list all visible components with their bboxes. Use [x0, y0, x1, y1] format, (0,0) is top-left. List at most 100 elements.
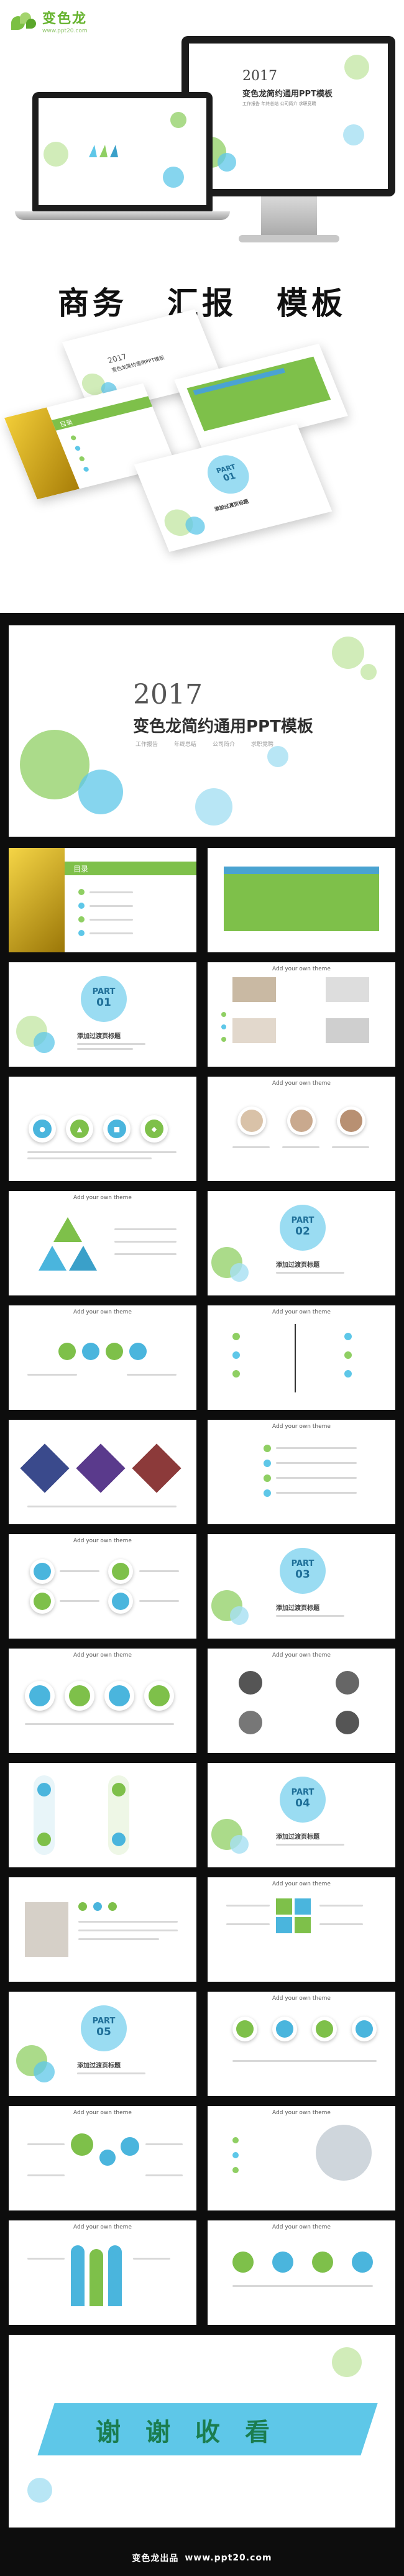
slide-photo-text[interactable]: [9, 1877, 196, 1982]
avatar: [290, 1110, 313, 1132]
slide-thanks[interactable]: 谢 谢 收 看: [9, 2335, 395, 2528]
chameleon-icon: [10, 11, 39, 31]
hero-banner: 变色龙 www.ppt20.com 2017 变色龙简约通用PPT模板 工作报告…: [0, 0, 404, 609]
toc-label: 目录: [73, 865, 89, 873]
map-pin-icon: [356, 2020, 373, 2038]
slide-title: Add your own theme: [73, 1652, 132, 1658]
slide-mic-icons[interactable]: Add your own theme: [9, 2106, 196, 2210]
slide-portraits[interactable]: Add your own theme: [208, 1649, 395, 1753]
slide-pill-list[interactable]: [9, 1763, 196, 1867]
brand-logo[interactable]: 变色龙 www.ppt20.com: [10, 7, 88, 34]
slide-diamond-images[interactable]: [9, 1420, 196, 1524]
mail-icon: ◆: [145, 1120, 163, 1138]
laptop: [32, 92, 213, 211]
monitor-stand: [261, 196, 317, 236]
slide-icon-rings[interactable]: ● ▲ ■ ◆: [9, 1077, 196, 1181]
thanks-char-2: 谢: [145, 2418, 170, 2447]
hero-heading: 商务 汇报 模板: [0, 278, 404, 323]
slide-title: Add your own theme: [272, 1881, 331, 1887]
footer-url[interactable]: www.ppt20.com: [185, 2553, 272, 2563]
monitor-year: 2017: [242, 68, 277, 84]
slide-tree[interactable]: Add your own theme: [208, 1305, 395, 1410]
monitor-title: 变色龙简约通用PPT模板: [242, 90, 333, 99]
slide-handshake[interactable]: Add your own theme: [208, 2106, 395, 2210]
heading-word-3: 模板: [277, 285, 346, 321]
slide-people[interactable]: Add your own theme: [9, 2220, 196, 2325]
map-pin-icon: [236, 2020, 254, 2038]
slide-title: Add your own theme: [272, 1080, 331, 1087]
brand-url: www.ppt20.com: [42, 28, 88, 34]
slide-title: Add your own theme: [272, 2224, 331, 2230]
slide-triangle-cycle[interactable]: Add your own theme: [9, 1191, 196, 1295]
thanks-char-3: 收: [195, 2418, 220, 2447]
laptop-base: [15, 211, 230, 220]
part-02-title: 添加过渡页标题: [276, 1262, 319, 1269]
monitor-base: [239, 235, 339, 242]
slide-infinity[interactable]: Add your own theme: [9, 1534, 196, 1639]
slide-pin-icons[interactable]: Add your own theme: [208, 1992, 395, 2096]
cover-tag-4: 求职竞聘: [251, 742, 274, 748]
slide-bullet-list[interactable]: Add your own theme: [208, 1420, 395, 1524]
avatar: [241, 1110, 263, 1132]
slide-title: Add your own theme: [73, 1538, 132, 1544]
cover-tags: 工作报告 年终总结 公司简介 求职竞聘: [135, 740, 273, 748]
slide-title: Add your own theme: [272, 1309, 331, 1315]
heading-word-1: 商务: [58, 285, 127, 321]
tilt-part-heading: 添加过渡页标题: [213, 498, 250, 512]
slide-title: Add your own theme: [272, 1424, 331, 1430]
thanks-char-4: 看: [245, 2418, 270, 2447]
chart-icon: ▲: [70, 1120, 89, 1138]
slide-text-block[interactable]: [208, 848, 395, 952]
cover-tag-3: 公司简介: [213, 742, 236, 748]
footer: 变色龙出品 www.ppt20.com: [0, 2540, 404, 2576]
slide-title: Add your own theme: [272, 2110, 331, 2116]
monitor-screen: 2017 变色龙简约通用PPT模板 工作报告 年终总结 公司简介 求职竞聘: [189, 44, 388, 189]
user-icon: ●: [33, 1120, 52, 1138]
cover-tag-1: 工作报告: [135, 742, 158, 748]
brand-name: 变色龙: [42, 11, 88, 27]
slide-tab-icons[interactable]: Add your own theme: [9, 1649, 196, 1753]
laptop-screen: [39, 98, 206, 205]
cover-slide[interactable]: 2017 变色龙简约通用PPT模板 工作报告 年终总结 公司简介 求职竞聘: [9, 625, 395, 837]
avatar: [340, 1110, 362, 1132]
slide-title: Add your own theme: [73, 2110, 132, 2116]
thanks-text: 谢 谢 收 看: [96, 2412, 270, 2448]
slide-toc[interactable]: 目录: [9, 848, 196, 952]
slide-image-list[interactable]: Add your own theme: [208, 962, 395, 1067]
slide-circle-list[interactable]: Add your own theme: [9, 1305, 196, 1410]
cover-year: 2017: [133, 679, 203, 711]
slide-title: Add your own theme: [272, 1652, 331, 1658]
part-05-title: 添加过渡页标题: [77, 2063, 121, 2069]
part-04-title: 添加过渡页标题: [276, 1834, 319, 1841]
map-pin-icon: [276, 2020, 293, 2038]
map-pin-icon: [316, 2020, 333, 2038]
slide-title: Add your own theme: [272, 966, 331, 972]
part-03-title: 添加过渡页标题: [276, 1605, 319, 1612]
slide-title: Add your own theme: [73, 1195, 132, 1201]
leaf-icon: [86, 142, 123, 160]
cover-title: 变色龙简约通用PPT模板: [133, 717, 313, 736]
thanks-char-1: 谢: [96, 2418, 121, 2447]
slide-title: Add your own theme: [73, 2224, 132, 2230]
slide-title: Add your own theme: [73, 1309, 132, 1315]
desktop-monitor: 2017 变色龙简约通用PPT模板 工作报告 年终总结 公司简介 求职竞聘: [181, 36, 395, 196]
slide-flow[interactable]: Add your own theme: [208, 1877, 395, 1982]
slide-team[interactable]: Add your own theme: [208, 1077, 395, 1181]
slide-hex-icons[interactable]: Add your own theme: [208, 2220, 395, 2325]
slide-title: Add your own theme: [272, 1995, 331, 2002]
part-01-title: 添加过渡页标题: [77, 1033, 121, 1040]
slide-gallery: 2017 变色龙简约通用PPT模板 工作报告 年终总结 公司简介 求职竞聘 目录…: [0, 613, 404, 2540]
cover-tag-2: 年终总结: [174, 742, 197, 748]
